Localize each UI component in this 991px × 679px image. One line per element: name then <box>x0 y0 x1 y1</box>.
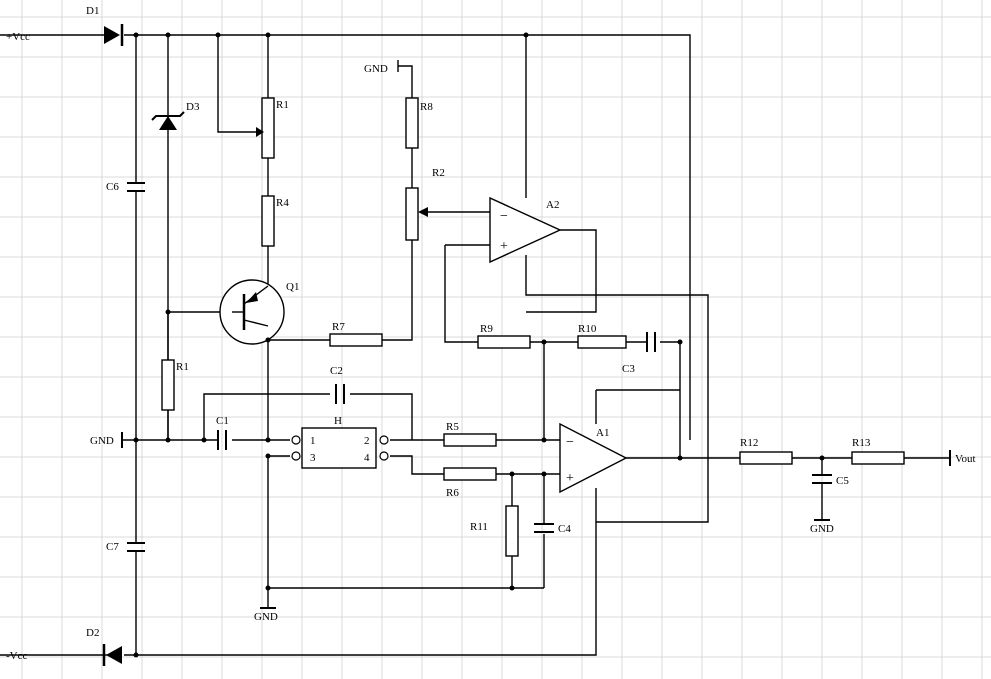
resistor-r2 <box>405 187 419 241</box>
label-r8: R8 <box>420 101 433 113</box>
parts <box>102 24 951 666</box>
label-r1-top: R1 <box>276 99 289 111</box>
resistor-r7 <box>329 333 383 347</box>
label-c4: C4 <box>558 523 571 535</box>
sensor-pin-2: 2 <box>364 435 370 447</box>
label-r6: R6 <box>446 487 459 499</box>
sensor-pin-1: 1 <box>310 435 316 447</box>
diode-d3 <box>151 111 185 130</box>
a1-plus-sign: + <box>566 471 574 486</box>
label-d2: D2 <box>86 627 99 639</box>
opamp-a2 <box>489 196 562 264</box>
label-gnd-left: GND <box>90 435 114 447</box>
label-gnd-output: GND <box>810 523 834 535</box>
label-vout: Vout <box>955 453 976 465</box>
capacitor-c6 <box>127 182 145 192</box>
label-a1: A1 <box>596 427 609 439</box>
label-c3: C3 <box>622 363 635 375</box>
capacitor-c4 <box>534 523 554 533</box>
transistor-q1 <box>219 279 285 345</box>
resistor-r9 <box>477 335 531 349</box>
resistor-r12 <box>739 451 793 465</box>
label-vcc-pos: +Vcc <box>6 31 30 43</box>
label-r2: R2 <box>432 167 445 179</box>
label-vcc-neg: -Vcc <box>6 650 27 662</box>
resistor-r8 <box>405 97 419 149</box>
label-r9: R9 <box>480 323 493 335</box>
a2-plus-sign: + <box>500 239 508 254</box>
diode-d2 <box>102 644 122 666</box>
resistor-r11 <box>505 505 519 557</box>
label-gnd-top: GND <box>364 63 388 75</box>
label-r4: R4 <box>276 197 289 209</box>
label-c1: C1 <box>216 415 229 427</box>
label-r13: R13 <box>852 437 871 449</box>
label-c5: C5 <box>836 475 849 487</box>
capacitor-c1 <box>217 430 227 450</box>
label-d3: D3 <box>186 101 200 113</box>
label-gnd-bottom: GND <box>254 611 278 623</box>
sensor-pin-4: 4 <box>364 452 370 464</box>
label-r7: R7 <box>332 321 345 333</box>
resistor-r13 <box>851 451 905 465</box>
resistor-r1-top <box>261 97 275 159</box>
label-r11: R11 <box>470 521 488 533</box>
resistor-r10 <box>577 335 627 349</box>
label-sensor-h: H <box>334 415 342 427</box>
resistor-r4 <box>261 195 275 247</box>
opamp-a1 <box>559 422 628 494</box>
label-r12: R12 <box>740 437 758 449</box>
label-c6: C6 <box>106 181 119 193</box>
resistor-r5 <box>443 433 497 447</box>
label-r1-left: R1 <box>176 361 189 373</box>
capacitor-c3 <box>646 332 656 352</box>
capacitor-c5 <box>812 474 832 484</box>
capacitor-c7 <box>127 542 145 552</box>
a2-minus-sign: − <box>500 209 508 224</box>
capacitor-c2 <box>335 384 345 404</box>
label-c2: C2 <box>330 365 343 377</box>
label-r10: R10 <box>578 323 597 335</box>
label-q1: Q1 <box>286 281 299 293</box>
resistor-r6 <box>443 467 497 481</box>
label-a2: A2 <box>546 199 559 211</box>
sensor-pin-3: 3 <box>310 452 316 464</box>
resistor-r1-left <box>161 359 175 411</box>
wires <box>0 34 950 656</box>
a1-minus-sign: − <box>566 435 574 450</box>
label-d1: D1 <box>86 5 99 17</box>
sensor-h <box>301 427 377 469</box>
diode-d1 <box>104 24 124 46</box>
label-r5: R5 <box>446 421 459 433</box>
label-c7: C7 <box>106 541 119 553</box>
